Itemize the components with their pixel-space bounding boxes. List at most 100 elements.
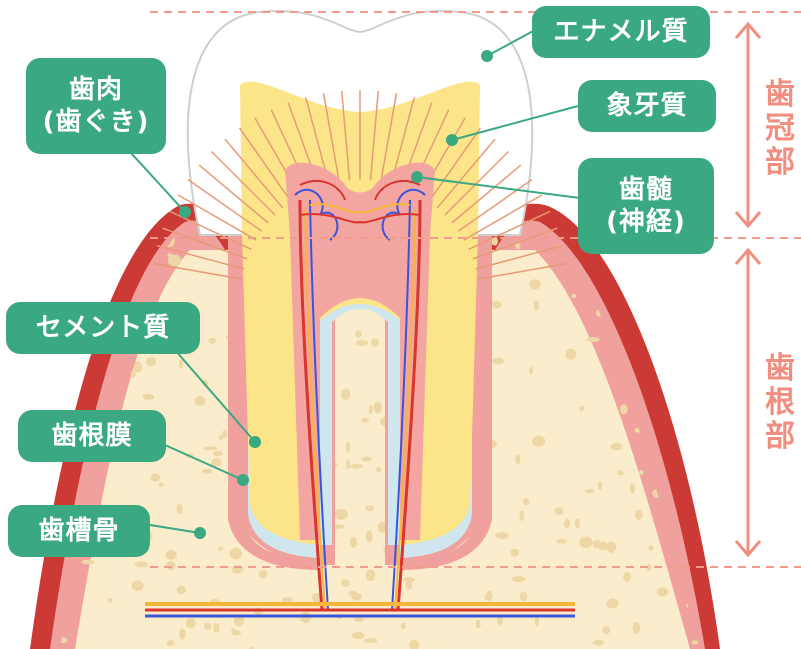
bone-hole — [681, 446, 686, 454]
bone-hole — [371, 338, 380, 347]
bone-hole — [176, 503, 183, 514]
bone-hole — [519, 592, 528, 602]
dentin-tubule — [162, 227, 248, 260]
label-gum-line2: (歯ぐき) — [42, 107, 150, 137]
bone-hole — [158, 482, 164, 487]
bone-hole — [685, 271, 699, 277]
bone-hole — [134, 561, 148, 568]
bone-hole — [211, 458, 222, 467]
bone-hole — [178, 359, 184, 369]
bone-hole — [204, 622, 212, 631]
bone-hole — [670, 359, 684, 369]
bone-hole — [361, 417, 369, 423]
pulp — [285, 162, 435, 540]
bone-hole — [630, 256, 642, 263]
bone-hole — [349, 536, 358, 548]
bone-hole — [574, 518, 580, 529]
dentin-tubule — [380, 93, 398, 182]
dentin-tubule — [198, 164, 269, 224]
periodontal-ligament — [228, 230, 320, 570]
label-gum: 歯肉 (歯ぐき) — [26, 58, 166, 154]
bone-hole — [194, 396, 206, 406]
bone-hole — [691, 640, 699, 645]
bone-hole — [150, 473, 161, 482]
bone-hole — [106, 282, 113, 288]
bone-hole — [233, 614, 245, 627]
bone-hole — [643, 315, 657, 326]
bone-hole — [491, 300, 502, 309]
bone-hole — [632, 621, 641, 634]
bone-hole — [368, 404, 373, 415]
bone-hole — [533, 300, 540, 311]
bone-hole — [185, 618, 196, 629]
bone-hole — [648, 545, 654, 552]
bone-hole — [133, 361, 143, 373]
bone-hole — [497, 615, 503, 626]
dentin-tubule — [224, 138, 284, 209]
bone-hole — [203, 446, 218, 451]
bone-hole — [332, 524, 345, 529]
bone-hole — [400, 622, 406, 630]
label-ligament-text: 歯根膜 — [51, 421, 133, 451]
region-crown-label: 歯 冠 部 — [760, 78, 800, 180]
bone-hole — [584, 489, 595, 494]
bone-hole — [176, 585, 186, 595]
bone-hole — [592, 639, 605, 646]
bone-hole — [606, 598, 619, 609]
bone-hole — [690, 384, 700, 396]
region-crown-char-1: 歯 — [765, 77, 795, 112]
bone-hole — [232, 630, 241, 636]
bone-hole — [529, 366, 534, 375]
dentin-tubule — [187, 178, 263, 232]
bone-hole — [519, 510, 525, 522]
bone-hole — [522, 497, 530, 505]
bone-hole — [131, 580, 144, 591]
bone-hole — [630, 290, 636, 296]
bone-hole — [165, 550, 177, 560]
bone-hole — [348, 590, 357, 596]
bone-hole — [222, 429, 228, 438]
bone-hole — [510, 548, 520, 557]
bone-hole — [355, 330, 362, 338]
bone-hole — [531, 435, 546, 447]
dentin-tubule — [451, 164, 522, 224]
bone-hole — [167, 254, 182, 267]
bone-hole — [340, 579, 350, 587]
bone-hole — [166, 640, 175, 647]
dentin-tubule — [468, 210, 551, 250]
label-enamel: エナメル質 — [532, 6, 710, 58]
dentin-tubule — [463, 194, 543, 241]
dentin-tubules — [153, 90, 567, 280]
bone-hole — [356, 339, 369, 346]
bone-hole — [564, 518, 571, 529]
bone-hole — [623, 571, 632, 582]
bone-hole — [670, 370, 682, 379]
bone-hole — [635, 509, 643, 520]
bone-hole — [208, 337, 217, 344]
label-pulp-line2: (神経) — [606, 207, 686, 237]
dentin-tubule — [478, 262, 567, 280]
bone-hole — [107, 598, 113, 603]
bone-hole — [130, 370, 136, 378]
bone-hole — [646, 563, 652, 572]
label-cementum: セメント質 — [6, 302, 200, 354]
bone-hole — [556, 538, 568, 544]
dentin-tubule — [475, 244, 564, 270]
bone-hole — [515, 242, 521, 250]
region-crown-char-2: 冠 — [765, 111, 795, 146]
bone-hole — [586, 336, 600, 343]
bone-hole — [361, 456, 372, 462]
bone-hole — [405, 580, 413, 590]
bone-hole — [350, 463, 364, 469]
bone-hole — [353, 617, 365, 622]
bone-hole — [565, 348, 577, 360]
bone-hole — [167, 253, 173, 258]
bone-hole — [484, 594, 491, 601]
label-bone: 歯槽骨 — [8, 505, 150, 557]
base-vessels — [145, 602, 575, 618]
bone-hole — [364, 638, 378, 644]
cementum-inner — [320, 300, 400, 545]
bone-hole — [345, 459, 351, 470]
bone-hole — [602, 626, 611, 635]
bone-hole — [71, 377, 81, 385]
